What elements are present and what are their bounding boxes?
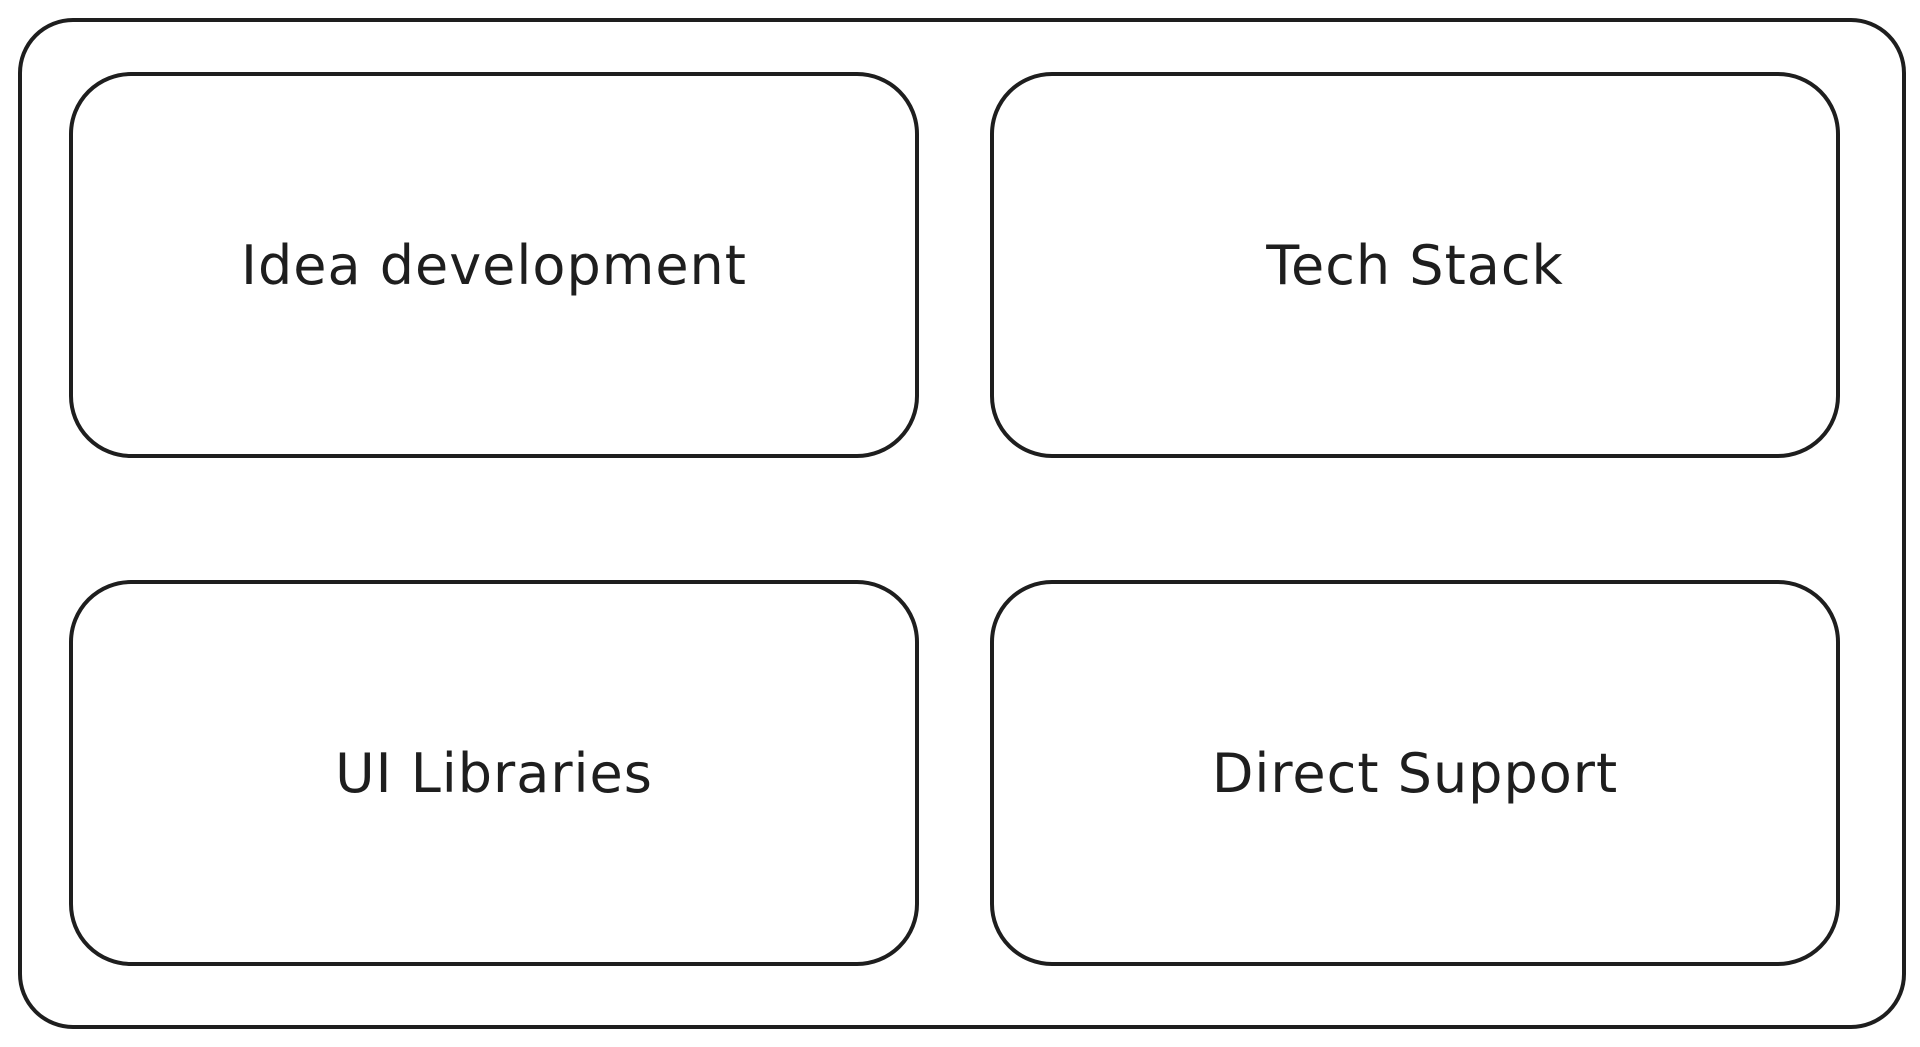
card-direct-support: Direct Support	[990, 580, 1840, 966]
card-label: Tech Stack	[1266, 233, 1564, 297]
card-tech-stack: Tech Stack	[990, 72, 1840, 458]
card-label: UI Libraries	[335, 741, 653, 805]
card-label: Idea development	[241, 233, 747, 297]
card-idea-development: Idea development	[69, 72, 919, 458]
card-ui-libraries: UI Libraries	[69, 580, 919, 966]
card-label: Direct Support	[1211, 741, 1619, 805]
